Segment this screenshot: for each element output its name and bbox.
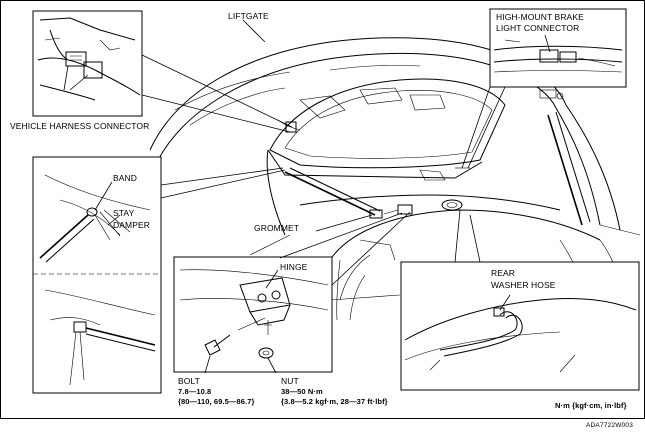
units-note: N·m {kgf·cm, in·lbf} <box>555 401 627 410</box>
bolt-torque-line2: {80—110, 69.5—86.7} <box>178 397 255 406</box>
vehicle-harness-connector-label: VEHICLE HARNESS CONNECTOR <box>10 121 150 131</box>
nut-torque-line2: {3.8—5.2 kgf·m, 28—37 ft·lbf} <box>281 397 388 406</box>
figure-id: ADA7722W003 <box>586 422 634 429</box>
bolt-torque-line1: 7.8—10.8 <box>178 387 212 396</box>
hinge-label: HINGE <box>280 262 308 272</box>
grommet-label: GROMMET <box>254 223 300 233</box>
leader-lines <box>63 19 551 374</box>
inset-stay-damper <box>32 156 162 394</box>
stay-damper-label-line2: DAMPER <box>113 220 150 230</box>
nut-label: NUT <box>281 376 299 386</box>
high-mount-brake-label-line1: HIGH-MOUNT BRAKE <box>496 12 584 22</box>
liftgate-label: LIFTGATE <box>228 11 269 21</box>
inset-washer-hose <box>400 261 640 391</box>
high-mount-brake-label-line2: LIGHT CONNECTOR <box>496 23 580 33</box>
inset-harness-connector <box>32 10 143 117</box>
rear-washer-hose-label-line1: REAR <box>491 268 516 278</box>
band-label: BAND <box>113 173 138 183</box>
bolt-label: BOLT <box>178 376 200 386</box>
nut-torque-line1: 38—50 N·m <box>281 387 323 396</box>
inset-brake-light-connector <box>489 8 627 88</box>
stay-damper-label-line1: STAY <box>113 208 135 218</box>
rear-washer-hose-label-line2: WASHER HOSE <box>491 280 556 290</box>
inset-hinge <box>173 256 333 373</box>
